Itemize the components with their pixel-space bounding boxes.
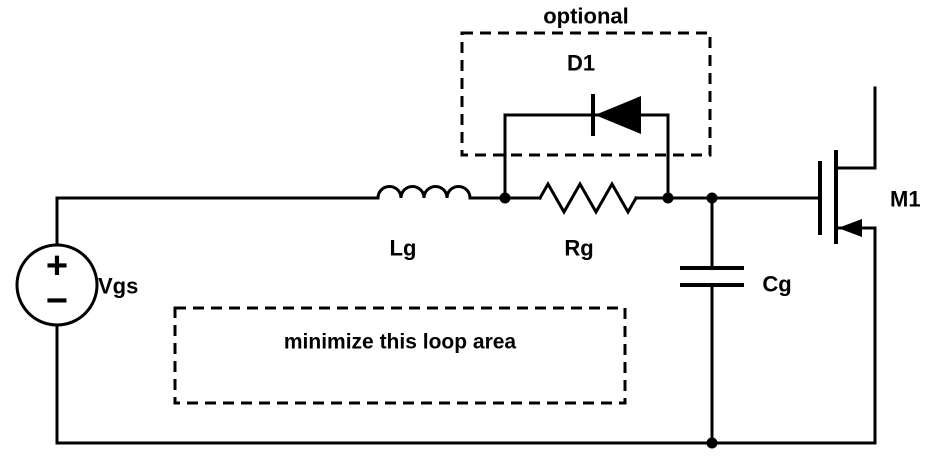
inductor-symbol [376, 185, 472, 200]
diode-symbol [591, 94, 641, 136]
resistor-label: Rg [564, 236, 593, 261]
diode-label: D1 [567, 51, 595, 76]
mosfet-drain-lead [834, 86, 877, 170]
wire-bottom-rail [55, 323, 877, 445]
voltage-source-label: Vgs [98, 274, 138, 299]
wire-source-to-inductor [55, 196, 380, 247]
diode-triangle [595, 96, 641, 134]
inductor-label: Lg [390, 236, 417, 261]
junction-dot [706, 437, 718, 449]
optional-label: optional [543, 4, 629, 29]
junction-dot [662, 192, 674, 204]
capacitor-label: Cg [762, 272, 791, 297]
wire-diode-branch [503, 113, 670, 200]
optional-dashed-box [460, 31, 712, 157]
mosfet-symbol [818, 86, 877, 445]
mosfet-source-lead [834, 226, 877, 445]
loop-dashed-box [173, 306, 627, 405]
voltage-source-symbol: + − [15, 243, 99, 327]
mosfet-arrow [838, 219, 862, 237]
plus-sign: + [46, 245, 68, 287]
junction-dot [706, 192, 718, 204]
loop-note-label: minimize this loop area [284, 331, 517, 354]
minus-sign: − [46, 280, 68, 322]
resistor-symbol [537, 180, 639, 216]
junction-dot [499, 192, 511, 204]
mosfet-label: M1 [890, 187, 921, 212]
capacitor-symbol [680, 196, 744, 445]
